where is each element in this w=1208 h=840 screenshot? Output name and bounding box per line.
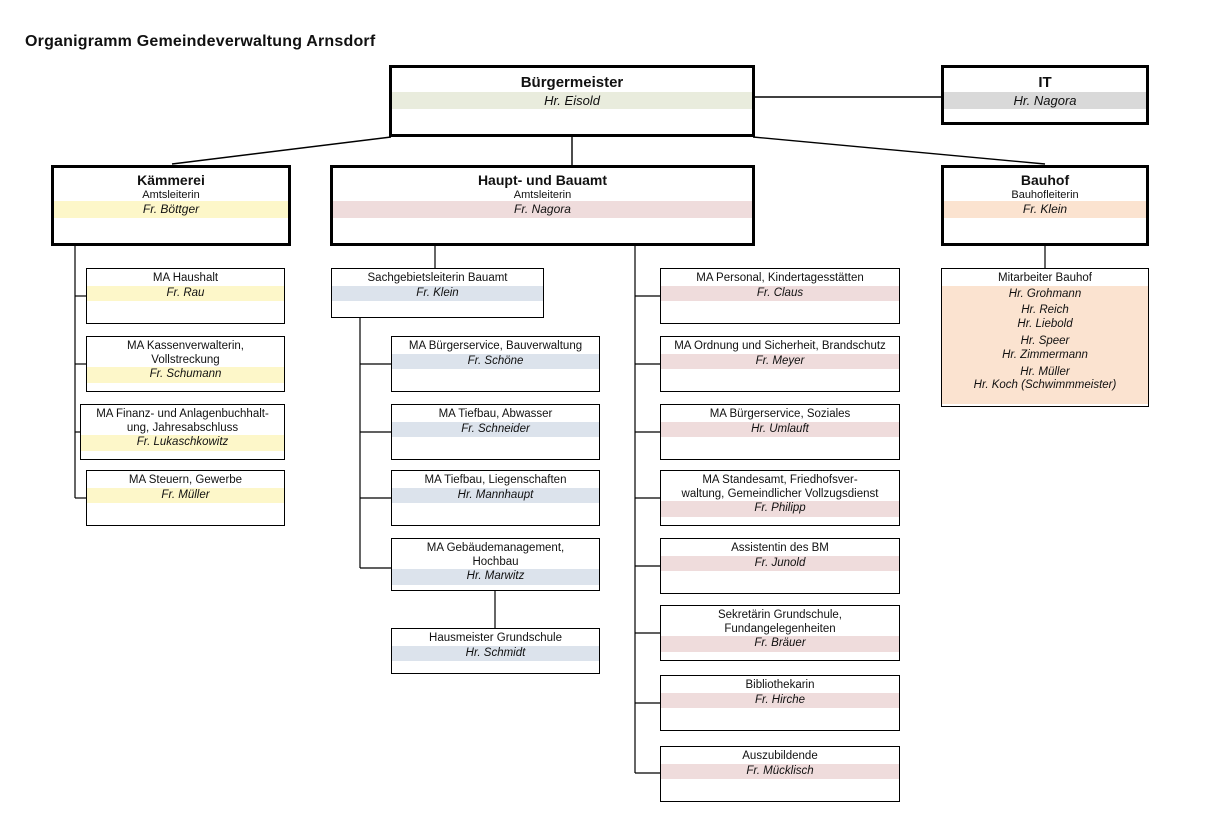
node-person: Fr. Müller	[87, 487, 284, 504]
staff-name: Hr. Speer	[1020, 334, 1070, 347]
node-title: Haupt- und Bauamt	[477, 172, 608, 188]
node-assistentin-des-bm[interactable]: Assistentin des BM Fr. Junold	[660, 538, 900, 594]
node-title: IT	[1038, 74, 1052, 91]
node-person: Hr. Mannhaupt	[392, 487, 599, 504]
node-ma-personal-kindertagesstaetten[interactable]: MA Personal, Kindertagesstätten Fr. Clau…	[660, 268, 900, 324]
bauhof-staff-list: Hr. Grohmann Hr. Reich Hr. Liebold Hr. S…	[942, 285, 1148, 404]
node-title: MA Standesamt, Friedhofsver- waltung, Ge…	[681, 474, 879, 500]
node-person: Hr. Eisold	[392, 91, 752, 110]
node-title: Bürgermeister	[520, 74, 624, 91]
node-person: Hr. Marwitz	[392, 569, 599, 585]
staff-name: Hr. Müller	[1020, 365, 1070, 378]
staff-name: Hr. Reich	[1021, 304, 1069, 317]
node-buergermeister[interactable]: Bürgermeister Hr. Eisold	[389, 65, 755, 137]
node-title: Hausmeister Grundschule	[429, 632, 562, 644]
node-bibliothekarin[interactable]: Bibliothekarin Fr. Hirche	[660, 675, 900, 731]
node-title: MA Kassenverwalterin, Vollstreckung	[127, 340, 244, 366]
node-ma-ordnung-sicherheit-brandschutz[interactable]: MA Ordnung und Sicherheit, Brandschutz F…	[660, 336, 900, 392]
staff-name: Hr. Koch (Schwimmmeister)	[973, 379, 1117, 392]
node-title: MA Bürgerservice, Soziales	[709, 408, 851, 420]
node-sekretaerin-grundschule[interactable]: Sekretärin Grundschule, Fundangelegenhei…	[660, 605, 900, 661]
node-role: Bauhofleiterin	[1011, 188, 1079, 201]
node-ma-buergerservice-bauverwaltung[interactable]: MA Bürgerservice, Bauverwaltung Fr. Schö…	[391, 336, 600, 392]
node-mitarbeiter-bauhof[interactable]: Mitarbeiter Bauhof Hr. Grohmann Hr. Reic…	[941, 268, 1149, 407]
node-role: Amtsleiterin	[513, 188, 572, 201]
node-title: Sachgebietsleiterin Bauamt	[367, 272, 508, 284]
node-person: Hr. Nagora	[944, 91, 1146, 110]
node-person: Fr. Nagora	[333, 201, 752, 218]
node-person: Fr. Schumann	[87, 367, 284, 383]
node-person: Fr. Klein	[332, 285, 543, 302]
node-title: Assistentin des BM	[731, 542, 829, 554]
node-person: Fr. Böttger	[54, 201, 288, 218]
node-person: Fr. Hirche	[661, 692, 899, 709]
staff-name: Hr. Liebold	[1017, 318, 1073, 331]
node-sachgebietsleiterin-bauamt[interactable]: Sachgebietsleiterin Bauamt Fr. Klein	[331, 268, 544, 318]
node-ma-steuern-gewerbe[interactable]: MA Steuern, Gewerbe Fr. Müller	[86, 470, 285, 526]
node-ma-haushalt[interactable]: MA Haushalt Fr. Rau	[86, 268, 285, 324]
node-person: Fr. Klein	[944, 201, 1146, 218]
node-title: Auszubildende	[742, 750, 818, 762]
node-title: MA Haushalt	[152, 272, 219, 284]
node-person: Fr. Schöne	[392, 353, 599, 370]
page-title: Organigramm Gemeindeverwaltung Arnsdorf	[25, 33, 376, 50]
node-person: Fr. Bräuer	[661, 636, 899, 652]
node-role: Amtsleiterin	[142, 188, 200, 201]
node-person: Fr. Meyer	[661, 353, 899, 370]
node-ma-kassenverwalterin[interactable]: MA Kassenverwalterin, Vollstreckung Fr. …	[86, 336, 285, 392]
node-bauhof[interactable]: Bauhof Bauhofleiterin Fr. Klein	[941, 165, 1149, 246]
node-person: Fr. Rau	[87, 285, 284, 302]
node-ma-tiefbau-liegenschaften[interactable]: MA Tiefbau, Liegenschaften Hr. Mannhaupt	[391, 470, 600, 526]
node-person: Fr. Claus	[661, 285, 899, 302]
node-haupt-und-bauamt[interactable]: Haupt- und Bauamt Amtsleiterin Fr. Nagor…	[330, 165, 755, 246]
staff-name: Hr. Zimmermann	[1002, 348, 1088, 361]
node-ma-finanz-anlagenbuchhaltung[interactable]: MA Finanz- und Anlagenbuchhalt- ung, Jah…	[80, 404, 285, 460]
node-title: Bauhof	[1020, 172, 1070, 188]
node-title: MA Bürgerservice, Bauverwaltung	[408, 340, 583, 352]
node-person: Fr. Schneider	[392, 421, 599, 438]
node-ma-gebaeudemanagement-hochbau[interactable]: MA Gebäudemanagement, Hochbau Hr. Marwit…	[391, 538, 600, 591]
node-person: Fr. Lukaschkowitz	[81, 435, 284, 451]
node-title: MA Tiefbau, Liegenschaften	[424, 474, 567, 486]
node-title: Mitarbeiter Bauhof	[998, 272, 1092, 284]
node-ma-tiefbau-abwasser[interactable]: MA Tiefbau, Abwasser Fr. Schneider	[391, 404, 600, 460]
node-kaemmerei[interactable]: Kämmerei Amtsleiterin Fr. Böttger	[51, 165, 291, 246]
staff-name: Hr. Grohmann	[1008, 287, 1082, 300]
node-title: MA Ordnung und Sicherheit, Brandschutz	[674, 340, 886, 352]
node-title: Sekretärin Grundschule, Fundangelegenhei…	[717, 609, 842, 635]
node-ma-buergerservice-soziales[interactable]: MA Bürgerservice, Soziales Hr. Umlauft	[660, 404, 900, 460]
node-it[interactable]: IT Hr. Nagora	[941, 65, 1149, 125]
node-auszubildende[interactable]: Auszubildende Fr. Mücklisch	[660, 746, 900, 802]
node-person: Hr. Schmidt	[392, 645, 599, 662]
node-title: MA Gebäudemanagement, Hochbau	[426, 542, 565, 568]
node-title: MA Tiefbau, Abwasser	[438, 408, 553, 420]
node-title: MA Personal, Kindertagesstätten	[696, 272, 864, 284]
node-person: Fr. Philipp	[661, 501, 899, 517]
node-person: Fr. Mücklisch	[661, 763, 899, 780]
node-title: Kämmerei	[137, 172, 205, 188]
node-title: Bibliothekarin	[745, 679, 815, 691]
node-ma-standesamt-friedhofsverwaltung[interactable]: MA Standesamt, Friedhofsver- waltung, Ge…	[660, 470, 900, 526]
node-title: MA Finanz- und Anlagenbuchhalt- ung, Jah…	[96, 408, 269, 434]
node-person: Hr. Umlauft	[661, 421, 899, 438]
node-title: MA Steuern, Gewerbe	[128, 474, 243, 486]
node-hausmeister-grundschule[interactable]: Hausmeister Grundschule Hr. Schmidt	[391, 628, 600, 674]
node-person: Fr. Junold	[661, 555, 899, 572]
